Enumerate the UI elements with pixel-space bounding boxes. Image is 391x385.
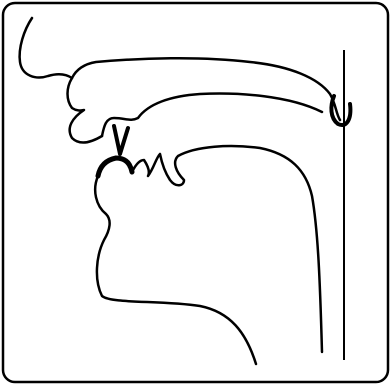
- palate-outer-outline: [72, 58, 340, 120]
- tongue: [132, 146, 322, 352]
- frame-border: [3, 3, 388, 382]
- lower-teeth: [98, 158, 132, 176]
- hard-palate: [102, 94, 322, 136]
- lower-lip: [95, 176, 256, 364]
- upper-teeth: [114, 126, 128, 154]
- upper-lip: [68, 78, 103, 142]
- nose-outline: [20, 18, 72, 78]
